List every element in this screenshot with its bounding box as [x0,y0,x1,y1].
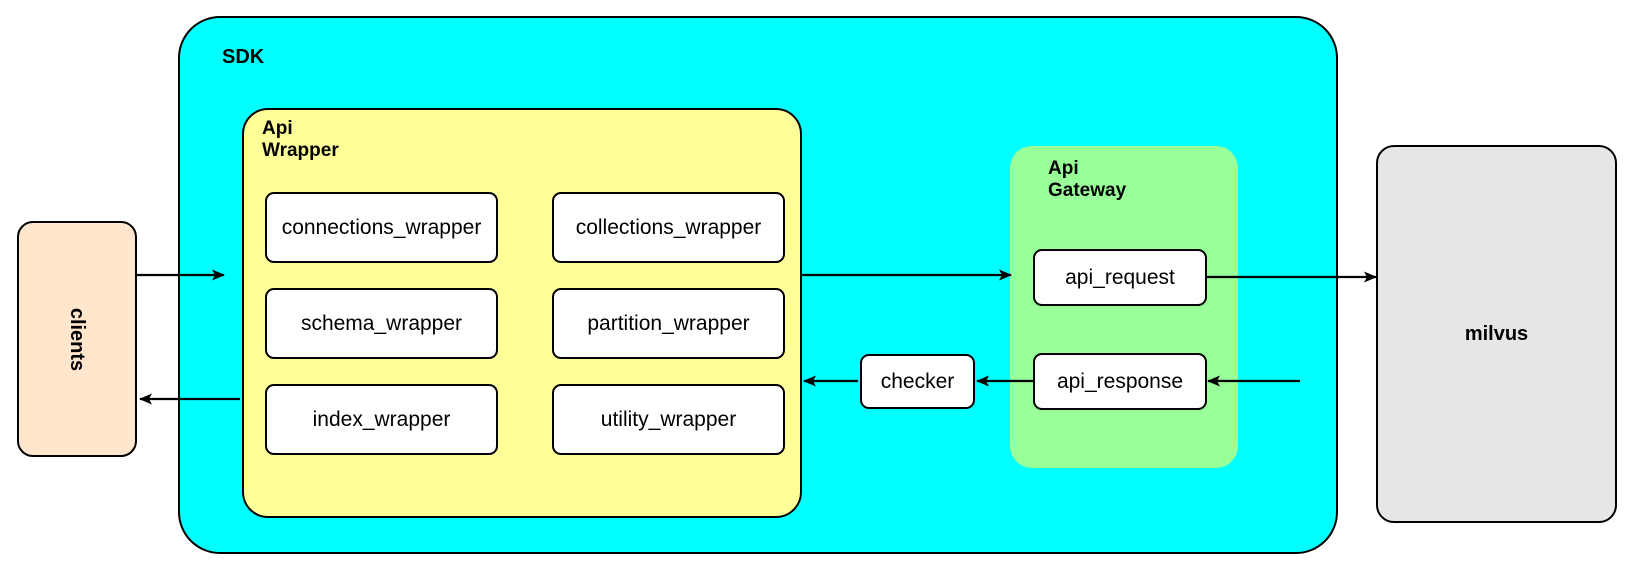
module-connections-wrapper[interactable]: connections_wrapper [265,192,498,263]
module-label: utility_wrapper [600,407,737,431]
clients-label: clients [66,307,89,371]
api-request-label: api_request [1065,265,1175,289]
sdk-title: SDK [222,46,265,68]
api-response-node[interactable]: api_response [1033,353,1207,410]
milvus-node[interactable]: milvus [1376,145,1617,523]
module-utility-wrapper[interactable]: utility_wrapper [552,384,785,455]
module-partition-wrapper[interactable]: partition_wrapper [552,288,785,359]
module-label: connections_wrapper [281,215,482,239]
module-label: partition_wrapper [587,311,750,335]
module-label: collections_wrapper [575,215,762,239]
module-label: index_wrapper [312,407,451,431]
module-collections-wrapper[interactable]: collections_wrapper [552,192,785,263]
checker-label: checker [880,369,955,393]
api-gateway-title: Api Gateway [1048,158,1127,201]
module-schema-wrapper[interactable]: schema_wrapper [265,288,498,359]
module-index-wrapper[interactable]: index_wrapper [265,384,498,455]
clients-node[interactable]: clients [17,221,137,457]
milvus-label: milvus [1464,322,1529,345]
checker-node[interactable]: checker [860,354,975,409]
module-label: schema_wrapper [300,311,463,335]
api-request-node[interactable]: api_request [1033,249,1207,306]
api-response-label: api_response [1056,369,1184,393]
api-gateway-group: Api Gateway [1010,146,1238,468]
api-wrapper-title: Api Wrapper [262,118,339,161]
